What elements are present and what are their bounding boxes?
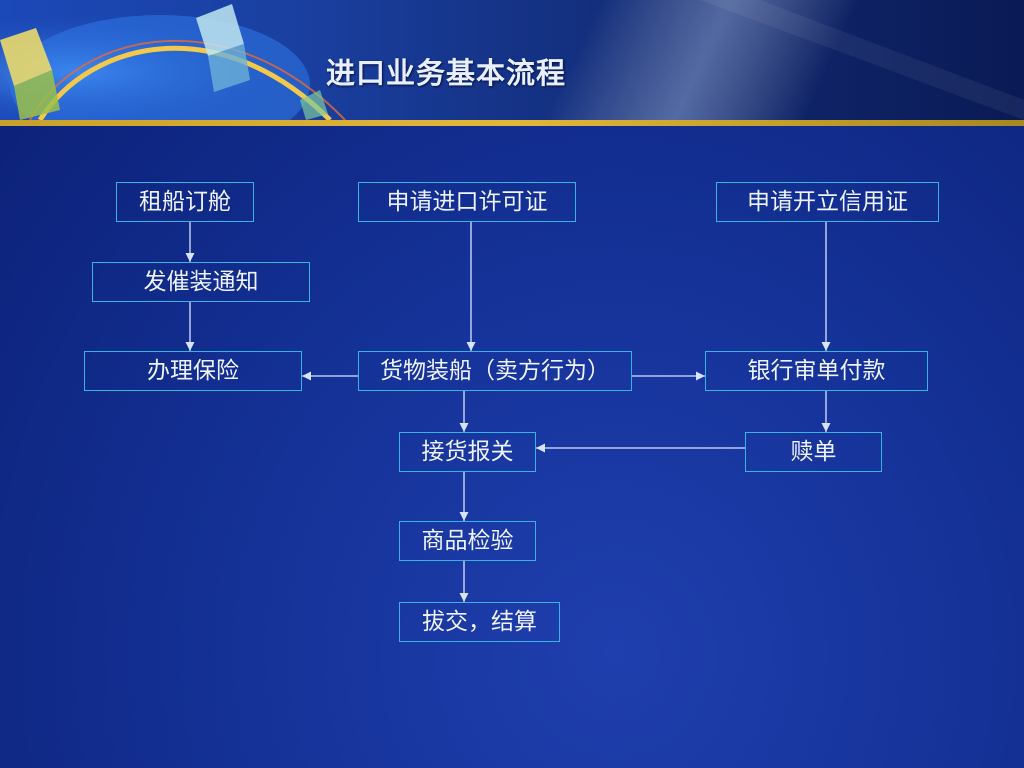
node-receive-customs: 接货报关 [399, 432, 536, 472]
slide-title: 进口业务基本流程 [326, 56, 567, 90]
node-import-license: 申请进口许可证 [358, 182, 576, 222]
header-banner: 进口业务基本流程 [0, 0, 1024, 120]
node-insurance: 办理保险 [84, 351, 302, 391]
decorative-banner-art [0, 0, 1024, 120]
node-charter: 租船订舱 [116, 182, 254, 222]
node-bank-review: 银行审单付款 [705, 351, 928, 391]
node-settlement: 拔交，结算 [399, 602, 560, 642]
banner-divider [0, 120, 1024, 126]
node-open-lc: 申请开立信用证 [716, 182, 939, 222]
node-inspection: 商品检验 [399, 521, 536, 561]
node-redeem-docs: 赎单 [745, 432, 882, 472]
node-notice: 发催装通知 [92, 262, 310, 302]
node-shipment: 货物装船（卖方行为） [358, 351, 632, 391]
